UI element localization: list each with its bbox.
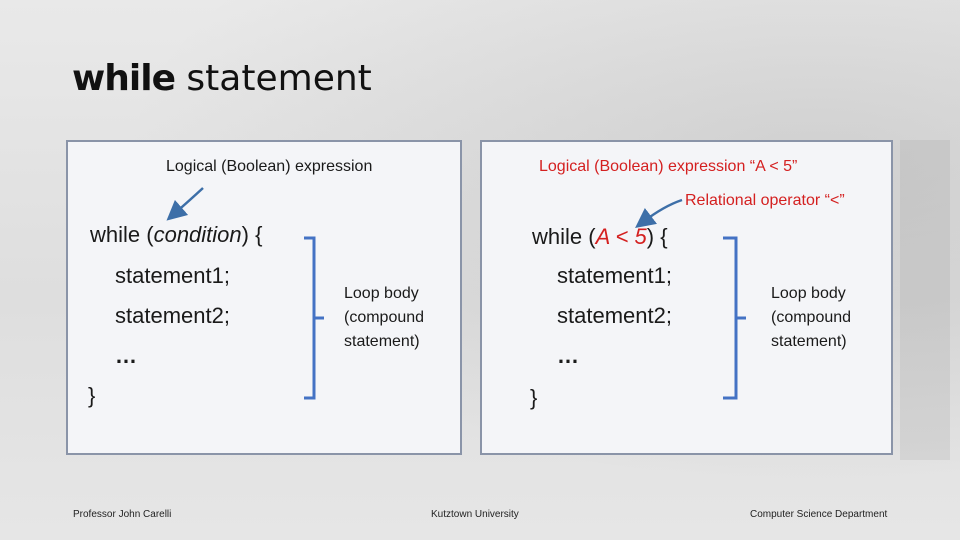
right-loop-body-label: Loop body (compound statement)	[771, 282, 851, 354]
right-statement-ellipsis: …	[557, 343, 579, 368]
right-example-panel	[480, 140, 893, 455]
right-statement-1: statement1;	[557, 263, 672, 288]
left-body-label-line-2: (compound	[344, 309, 425, 326]
slide-title: while statement	[72, 58, 372, 99]
right-condition: A < 5	[595, 224, 647, 249]
right-while-prefix: while (	[532, 224, 596, 249]
left-loop-body-bracket	[304, 236, 324, 400]
left-loop-body-label: Loop body (compound statement)	[344, 282, 424, 354]
right-operator-annotation: Relational operator “<”	[685, 192, 845, 209]
right-while-header: while (A < 5) {	[532, 223, 668, 250]
right-closing-brace: }	[530, 385, 538, 410]
footer-author: Professor John Carelli	[73, 509, 172, 520]
left-closing-brace: }	[88, 383, 96, 408]
left-body-label-line-1: Loop body	[344, 285, 419, 302]
right-operator-arrow	[635, 198, 683, 229]
right-loop-body-bracket	[723, 236, 746, 400]
right-body-label-line-2: (compound	[771, 309, 852, 326]
left-statement-2: statement2;	[115, 303, 230, 328]
left-condition: condition	[153, 222, 242, 247]
right-while-suffix: ) {	[646, 224, 668, 249]
left-while-suffix: ) {	[241, 222, 263, 247]
title-rest: statement	[174, 58, 372, 99]
left-statement-ellipsis: …	[115, 343, 137, 368]
left-statement-1: statement1;	[115, 263, 230, 288]
left-example-panel	[66, 140, 462, 455]
left-body-label-line-3: statement)	[344, 333, 420, 350]
left-while-header: while (condition) {	[90, 221, 262, 248]
footer-institution: Kutztown University	[431, 509, 519, 520]
right-statement-2: statement2;	[557, 303, 672, 328]
right-body-label-line-1: Loop body	[771, 285, 846, 302]
right-expression-annotation: Logical (Boolean) expression “A < 5”	[539, 158, 798, 175]
footer-department: Computer Science Department	[750, 509, 888, 520]
left-expression-annotation: Logical (Boolean) expression	[166, 158, 373, 175]
title-keyword: while	[72, 58, 176, 99]
left-condition-arrow	[166, 187, 204, 221]
left-while-prefix: while (	[90, 222, 154, 247]
right-body-label-line-3: statement)	[771, 333, 847, 350]
